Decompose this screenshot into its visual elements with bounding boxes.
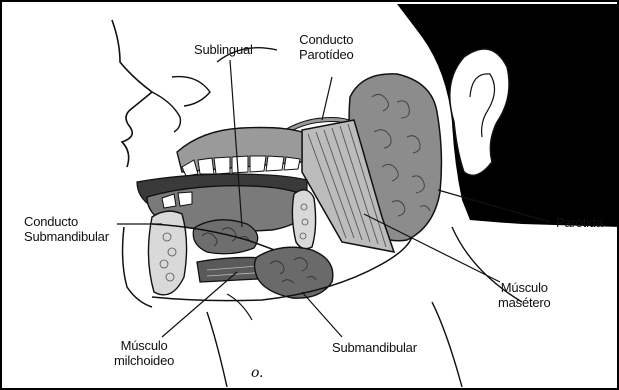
label-musculo-masetero-line2: masétero bbox=[498, 295, 551, 310]
submandibular-gland bbox=[255, 247, 333, 298]
throat-line bbox=[227, 294, 252, 320]
label-musculo-masetero-line1: Músculo bbox=[498, 280, 551, 295]
chin-line bbox=[123, 227, 152, 307]
label-conducto-submandibular-line1: Conducto bbox=[24, 214, 109, 229]
nostril bbox=[172, 77, 210, 106]
label-submandibular: Submandibular bbox=[332, 340, 417, 355]
label-conducto-parotideo-line2: Parotídeo bbox=[299, 47, 354, 62]
label-conducto-parotideo-line1: Conducto bbox=[299, 32, 354, 47]
label-musculo-milohioideo-line2: milchoideo bbox=[114, 353, 174, 368]
label-musculo-milohioideo: Músculo milchoideo bbox=[114, 338, 174, 368]
nose-curve bbox=[152, 92, 180, 132]
neck-line-front bbox=[207, 312, 227, 387]
face-profile bbox=[112, 20, 152, 167]
neck-line-back bbox=[432, 302, 462, 387]
label-conducto-parotideo: Conducto Parotídeo bbox=[299, 32, 354, 62]
artist-signature: o. bbox=[251, 366, 263, 381]
label-conducto-submandibular-line2: Submandibular bbox=[24, 229, 109, 244]
label-conducto-submandibular: Conducto Submandibular bbox=[24, 214, 109, 244]
label-musculo-masetero: Músculo masétero bbox=[498, 280, 551, 310]
leader-submandibular bbox=[302, 292, 342, 337]
sublingual-gland bbox=[193, 220, 257, 254]
label-parotida: Parótida bbox=[556, 215, 603, 230]
label-musculo-milohioideo-line1: Músculo bbox=[114, 338, 174, 353]
label-sublingual: Sublingual bbox=[194, 42, 253, 57]
leader-conducto-parotideo bbox=[322, 77, 332, 120]
